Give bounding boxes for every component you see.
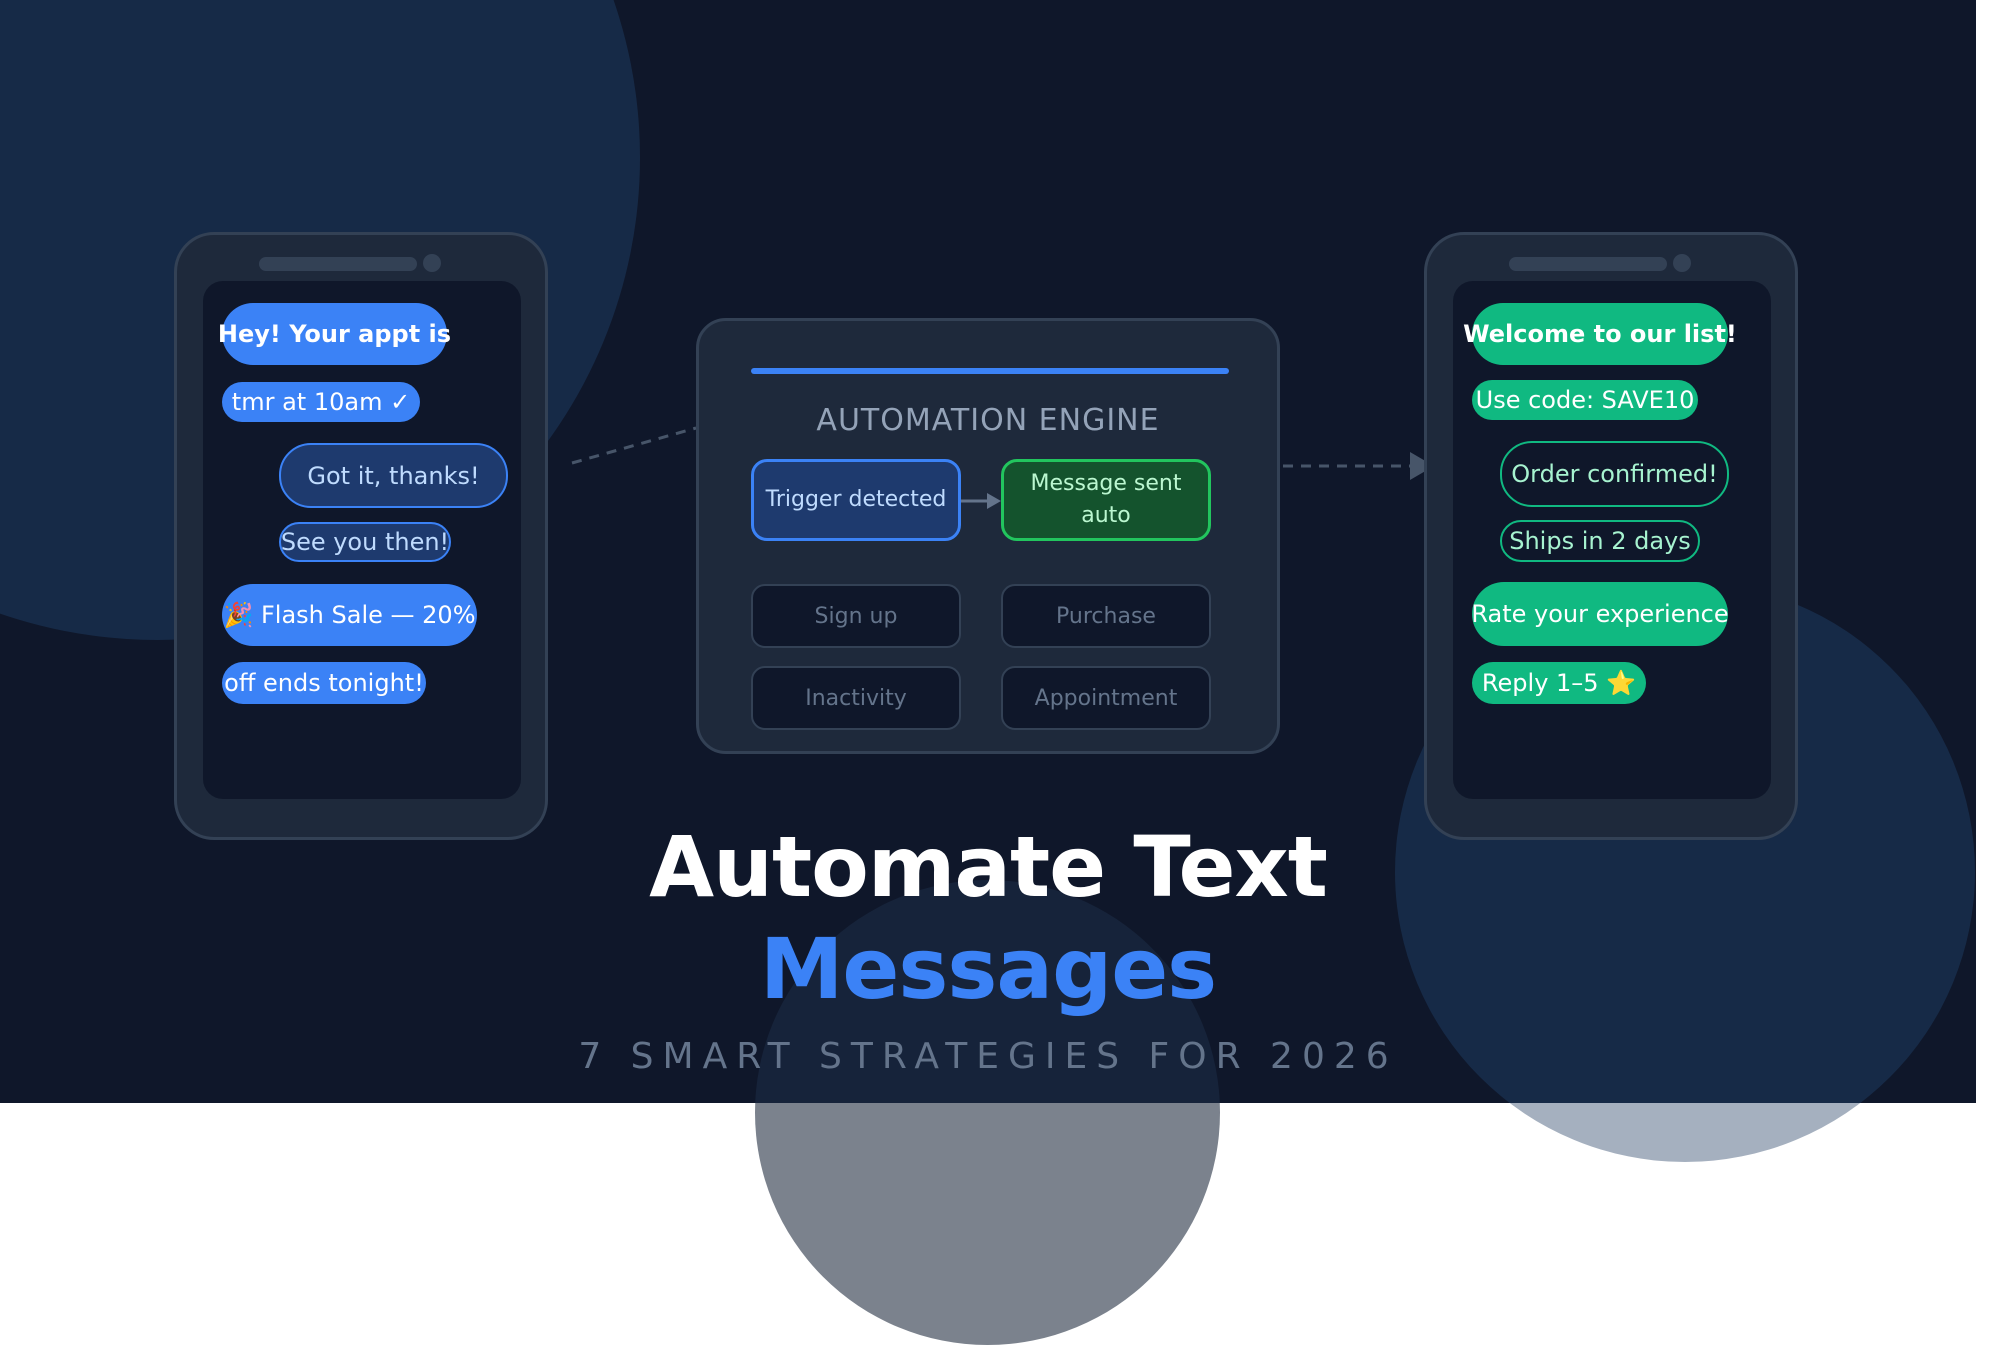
- chat-bubble-received: Got it, thanks!: [279, 443, 508, 508]
- chat-bubble-sent: off ends tonight!: [222, 662, 426, 704]
- engine-title: AUTOMATION ENGINE: [816, 403, 1160, 438]
- message-sent-box: Message sent auto: [1001, 459, 1211, 541]
- headline-line-2: Messages: [759, 920, 1217, 1018]
- trigger-option-inactivity: Inactivity: [751, 666, 961, 730]
- phone-camera: [423, 254, 441, 272]
- chat-bubble-sent: Rate your experience: [1471, 582, 1729, 646]
- automation-engine-panel: AUTOMATION ENGINE Trigger detected Messa…: [696, 318, 1280, 754]
- trigger-option-purchase: Purchase: [1001, 584, 1211, 648]
- chat-bubble-received: Order confirmed!: [1500, 441, 1729, 507]
- phone-speaker: [259, 257, 417, 271]
- engine-accent-bar: [751, 368, 1229, 374]
- headline-subtitle: 7 SMART STRATEGIES FOR 2026: [578, 1036, 1398, 1077]
- chat-bubble-sent: Reply 1–5 ⭐: [1472, 662, 1646, 704]
- trigger-option-appointment: Appointment: [1001, 666, 1211, 730]
- connector-lines: [571, 426, 1434, 480]
- chat-bubble-sent: 🎉 Flash Sale — 20%: [222, 584, 477, 646]
- trigger-option-sign-up: Sign up: [751, 584, 961, 648]
- phone-speaker: [1509, 257, 1667, 271]
- connector-arrowhead: [1410, 452, 1434, 480]
- headline-line-1: Automate Text: [649, 818, 1328, 916]
- chat-bubble-sent: Use code: SAVE10: [1472, 380, 1698, 420]
- chat-bubble-sent: Hey! Your appt is: [218, 303, 451, 365]
- chat-bubble-received: See you then!: [279, 522, 451, 562]
- phone-camera: [1673, 254, 1691, 272]
- chat-bubble-sent: tmr at 10am ✓: [222, 382, 420, 422]
- hero-banner: Hey! Your appt is tmr at 10am ✓ Got it, …: [0, 0, 1976, 1103]
- trigger-detected-box: Trigger detected: [751, 459, 961, 541]
- chat-bubble-sent: Welcome to our list!: [1463, 303, 1737, 365]
- connector-left: [571, 426, 697, 465]
- flow-arrow: [961, 493, 1001, 509]
- chat-bubble-received: Ships in 2 days: [1500, 520, 1700, 562]
